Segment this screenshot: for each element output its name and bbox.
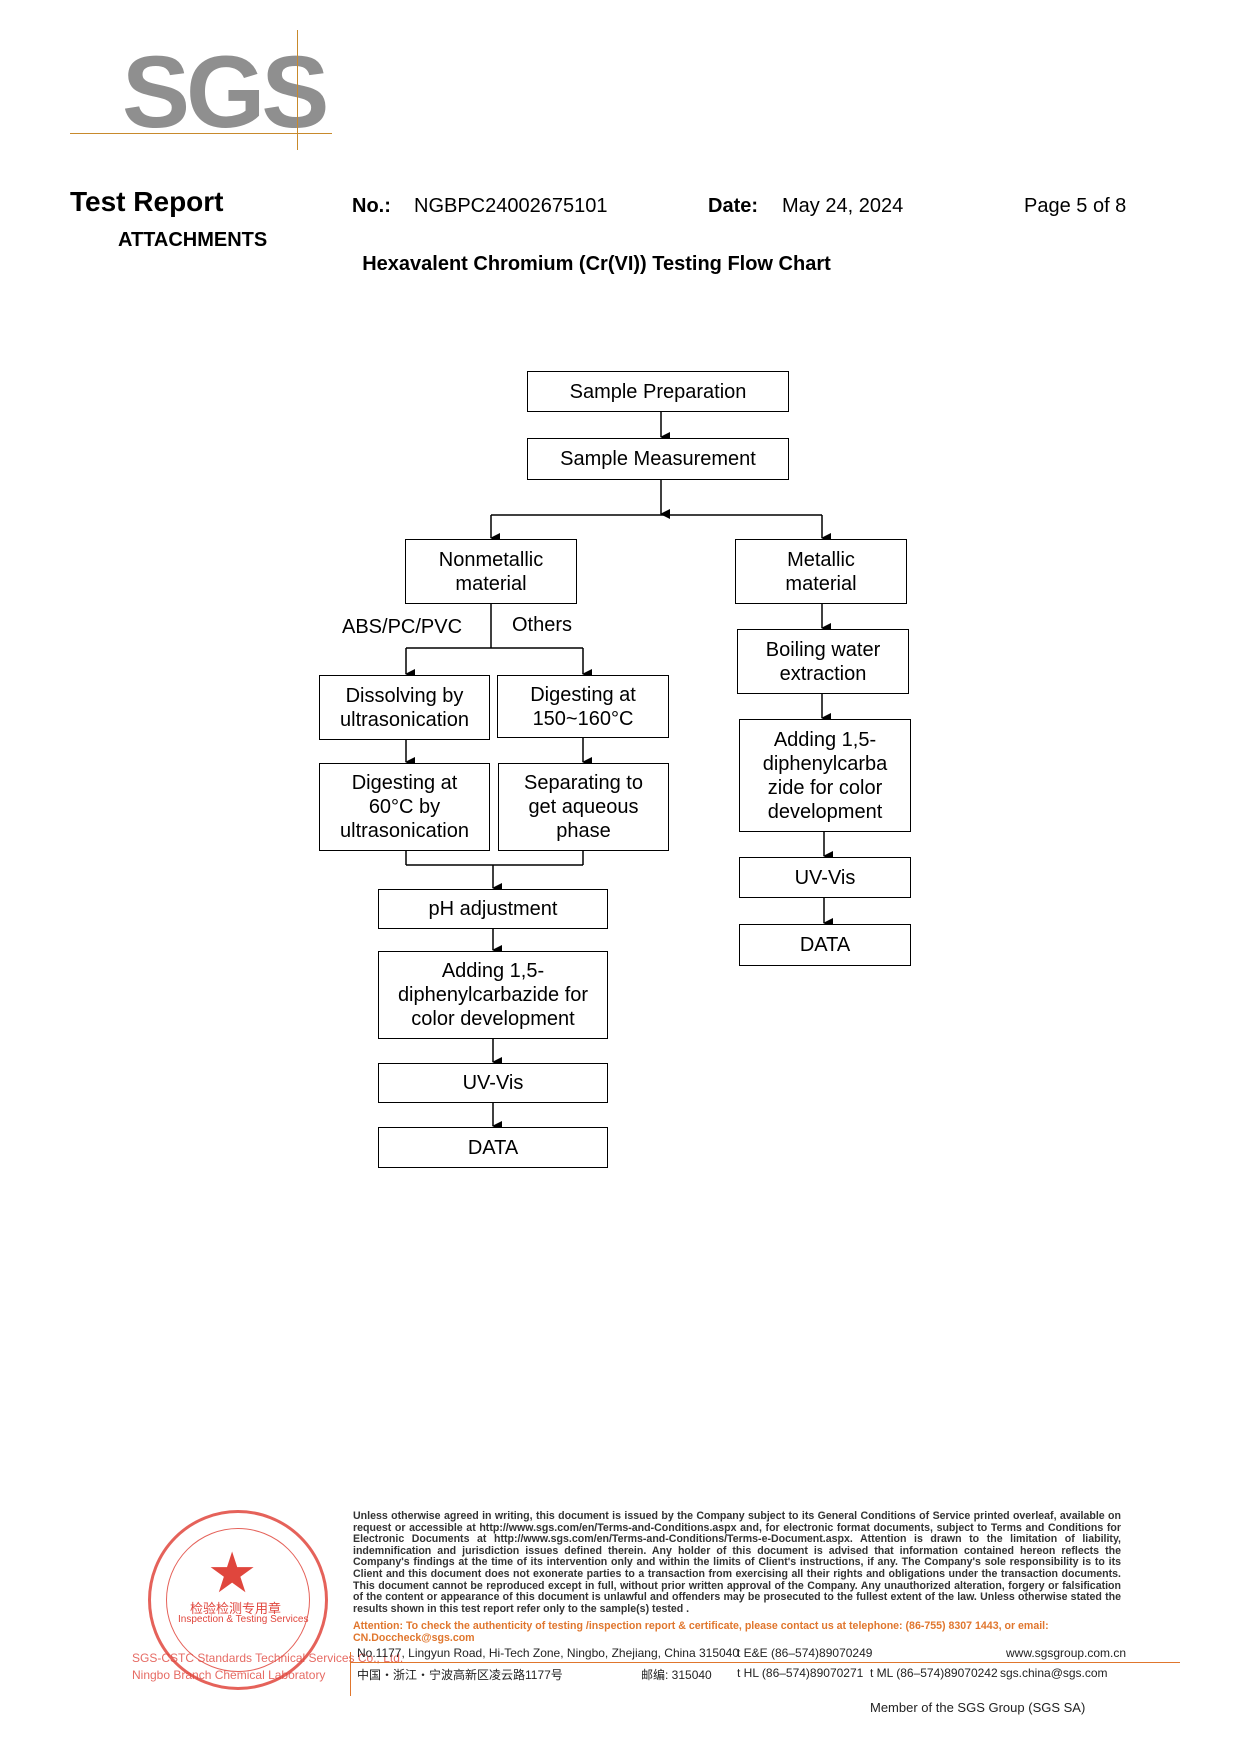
box-nonmetallic-material: Nonmetallic material xyxy=(405,539,577,604)
legal-disclaimer: Unless otherwise agreed in writing, this… xyxy=(353,1510,1121,1615)
report-title: Test Report xyxy=(70,186,224,217)
member-notice: Member of the SGS Group (SGS SA) xyxy=(870,1700,1086,1715)
company-seal-inner-ring xyxy=(166,1528,310,1672)
address-chinese: 中国・浙江・宁波高新区凌云路1177号 xyxy=(357,1668,563,1682)
logo-rule-vertical xyxy=(297,30,298,150)
box-dissolving-ultrasonication: Dissolving by ultrasonication xyxy=(319,675,490,740)
report-no-label: No.: xyxy=(352,195,391,217)
box-uv-vis-left: UV-Vis xyxy=(378,1063,608,1103)
box-separating-aqueous-phase: Separating to get aqueous phase xyxy=(498,763,669,851)
label-others: Others xyxy=(512,614,573,636)
page-number: Page 5 of 8 xyxy=(1024,195,1127,217)
box-uv-vis-right: UV-Vis xyxy=(739,857,911,898)
box-data-right: DATA xyxy=(739,924,911,966)
footer-vertical-rule xyxy=(350,1652,351,1696)
box-metallic-material: Metallic material xyxy=(735,539,907,604)
box-adding-diphenylcarbazide-right: Adding 1,5- diphenylcarba zide for color… xyxy=(739,719,911,832)
box-data-left: DATA xyxy=(378,1127,608,1168)
seal-text-en: Inspection & Testing Services xyxy=(178,1614,309,1625)
date-value: May 24, 2024 xyxy=(782,195,904,217)
logo-rule xyxy=(70,133,332,134)
phone-ee: t E&E (86–574)89070249 xyxy=(737,1646,873,1660)
flow-chart-title: Hexavalent Chromium (Cr(VI)) Testing Flo… xyxy=(362,253,831,275)
footer-rule xyxy=(350,1662,1180,1663)
date-label: Date: xyxy=(708,195,759,217)
section-heading: ATTACHMENTS xyxy=(118,229,268,251)
lab-name-line2: Ningbo Branch Chemical Laboratory xyxy=(132,1668,326,1682)
company-seal xyxy=(148,1510,328,1690)
seal-text-cn: 检验检测专用章 xyxy=(190,1601,282,1616)
email-link[interactable]: sgs.china@sgs.com xyxy=(1000,1666,1108,1680)
address-english: No.1177, Lingyun Road, Hi-Tech Zone, Nin… xyxy=(357,1646,740,1660)
label-abs-pc-pvc: ABS/PC/PVC xyxy=(342,616,463,638)
box-digesting-60-ultrasonication: Digesting at 60°C by ultrasonication xyxy=(319,763,490,851)
sgs-logo: SGS xyxy=(122,35,329,149)
box-adding-diphenylcarbazide-left: Adding 1,5- diphenylcarbazide for color … xyxy=(378,951,608,1039)
phone-hl: t HL (86–574)89070271 xyxy=(737,1666,864,1680)
box-ph-adjustment: pH adjustment xyxy=(378,889,608,929)
website-link[interactable]: www.sgsgroup.com.cn xyxy=(1006,1646,1127,1660)
authenticity-notice: Attention: To check the authenticity of … xyxy=(353,1620,1049,1644)
box-sample-measurement: Sample Measurement xyxy=(527,438,789,480)
seal-star-icon: ★ xyxy=(207,1541,258,1604)
box-boiling-water-extraction: Boiling water extraction xyxy=(737,629,909,694)
box-sample-preparation: Sample Preparation xyxy=(527,371,789,412)
report-no-value: NGBPC24002675101 xyxy=(414,195,608,217)
postcode: 邮编: 315040 xyxy=(641,1668,712,1682)
lab-name-line1: SGS-CSTC Standards Technical Services Co… xyxy=(132,1651,404,1665)
box-digesting-150-160: Digesting at 150~160°C xyxy=(497,675,669,738)
phone-ml: t ML (86–574)89070242 xyxy=(870,1666,998,1680)
